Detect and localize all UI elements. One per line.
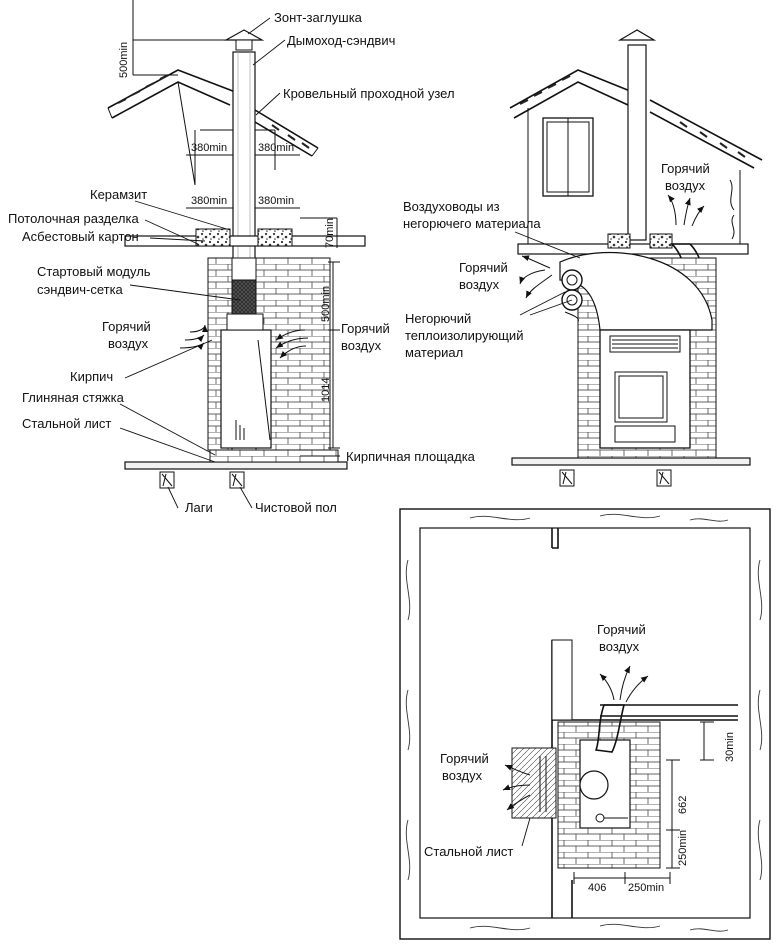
label-hot-air-2: воздух	[108, 336, 149, 351]
front-label-hot-air-l1: Горячий	[459, 260, 508, 275]
side-section-view: Зонт-заглушка Дымоход-сэндвич Кровельный…	[8, 0, 476, 515]
dim-roof-380-right: 380min	[258, 142, 294, 154]
front-label-hot-air-t1: Горячий	[661, 161, 710, 176]
label-chimney: Дымоход-сэндвич	[287, 33, 395, 48]
dim-top-500: 500min	[118, 42, 130, 78]
front-label-hot-air-l2: воздух	[459, 277, 500, 292]
front-view: Воздуховоды из негорючего материала Горя…	[403, 29, 763, 487]
house-front	[509, 69, 763, 245]
plan-dimensions	[573, 721, 714, 884]
label-brick-platform: Кирпичная площадка	[346, 449, 476, 464]
plan-view: Горячий воздух Горячий воздух Стальной л…	[399, 508, 771, 940]
front-label-insul-3: материал	[405, 345, 463, 360]
dim-ceil-380-right: 380min	[258, 195, 294, 207]
front-ceiling	[517, 243, 749, 255]
front-label-hot-air-t2: воздух	[665, 178, 706, 193]
plan-hot-air-arrows	[502, 665, 649, 811]
label-clay-screed: Глиняная стяжка	[22, 390, 125, 405]
label-ceiling-cut: Потолочная разделка	[8, 211, 139, 226]
label-start-module-1: Стартовый модуль	[37, 264, 151, 279]
leaders-side	[119, 17, 340, 509]
label-cap: Зонт-заглушка	[274, 10, 363, 25]
dim-ceil-380-left: 380min	[191, 195, 227, 207]
plan-dim-30: 30min	[724, 732, 736, 762]
label-steel-sheet: Стальной лист	[22, 416, 111, 431]
front-cap-icon	[617, 29, 657, 41]
label-roof-unit: Кровельный проходной узел	[283, 86, 455, 101]
label-claydite: Керамзит	[90, 187, 147, 202]
label-finish-floor: Чистовой пол	[255, 500, 337, 515]
label-hot-air-r1: Горячий	[341, 321, 390, 336]
plan-label-steel-sheet: Стальной лист	[424, 844, 513, 859]
label-hot-air-1: Горячий	[102, 319, 151, 334]
dim-roof-380-left: 380min	[191, 142, 227, 154]
label-hot-air-r2: воздух	[341, 338, 382, 353]
dim-ceil-70: 70min	[324, 218, 336, 248]
front-label-insul-2: теплоизолирующий	[405, 328, 523, 343]
roof-left	[107, 69, 319, 186]
dim-height-1014: 1014	[320, 378, 332, 402]
plan-label-hot-air-t1: Горячий	[597, 622, 646, 637]
plan-dim-406: 406	[588, 882, 606, 894]
plan-dim-250v: 250min	[677, 830, 689, 866]
front-floor	[511, 457, 751, 466]
label-brick: Кирпич	[70, 369, 113, 384]
cap-icon	[223, 29, 265, 41]
plan-label-hot-air-l2: воздух	[442, 768, 483, 783]
plan-label-hot-air-l1: Горячий	[440, 751, 489, 766]
dim-side-500: 500min	[320, 286, 332, 322]
plan-label-hot-air-t2: воздух	[599, 639, 640, 654]
plan-stove	[511, 704, 661, 869]
front-label-ducts-1: Воздуховоды из	[403, 199, 500, 214]
plan-dim-250h: 250min	[628, 882, 664, 894]
label-joists: Лаги	[185, 500, 213, 515]
front-hot-air-arrows	[519, 194, 705, 299]
front-label-ducts-2: негорючего материала	[403, 216, 541, 231]
front-stove	[559, 251, 717, 459]
dimensions-side	[132, 0, 340, 449]
brick-enclosure	[207, 257, 331, 451]
label-asbestos: Асбестовый картон	[22, 229, 139, 244]
plan-dim-662: 662	[677, 796, 689, 814]
front-chimney-pipe	[627, 44, 647, 241]
label-start-module-2: сэндвич-сетка	[37, 282, 124, 297]
front-label-insul-1: Негорючий	[405, 311, 471, 326]
